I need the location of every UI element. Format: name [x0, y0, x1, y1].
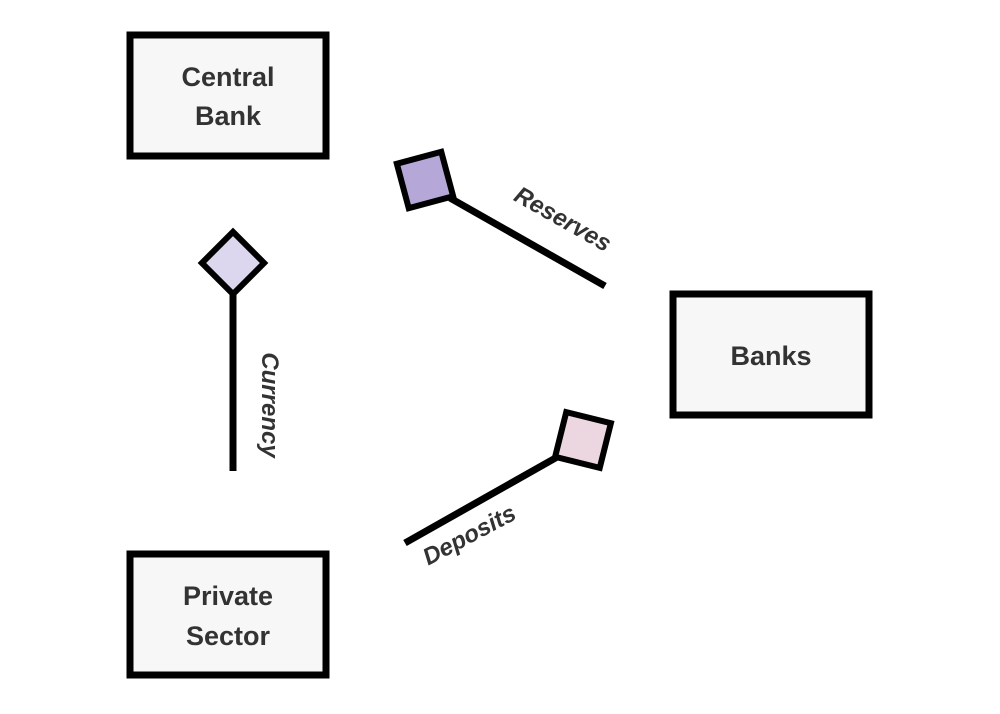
node-banks: Banks: [669, 290, 873, 419]
edge-deposits: Deposits: [403, 408, 615, 571]
private-sector-box: [126, 550, 330, 679]
edge-currency: Currency: [197, 227, 283, 471]
banks-label: Banks: [730, 341, 811, 371]
central-bank-label-line1: Central: [181, 62, 274, 92]
reserves-connector: [448, 194, 607, 290]
node-central-bank: Central Bank: [126, 31, 330, 160]
private-sector-label-line2: Sector: [186, 621, 271, 651]
currency-marker: [197, 227, 269, 299]
node-private-sector: Private Sector: [126, 550, 330, 679]
central-bank-label-line2: Bank: [195, 101, 262, 131]
currency-label: Currency: [256, 352, 283, 459]
deposits-marker: [551, 408, 615, 472]
reserves-marker: [393, 148, 457, 212]
edge-reserves: Reserves: [393, 148, 616, 290]
deposits-connector: [403, 452, 561, 547]
banks-box: [669, 290, 873, 419]
central-bank-box: [126, 31, 330, 160]
private-sector-label-line1: Private: [183, 581, 273, 611]
reserves-label: Reserves: [510, 181, 616, 257]
